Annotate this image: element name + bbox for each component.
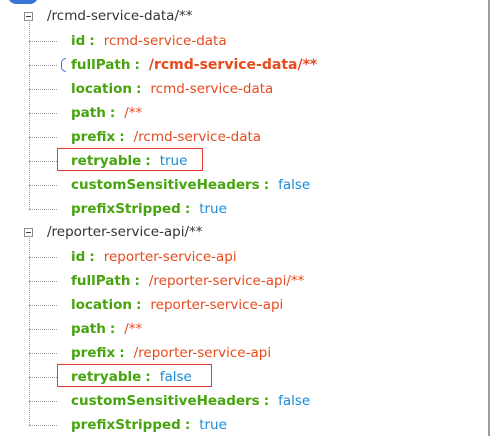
- property-key: prefixStripped: [71, 417, 181, 433]
- tree-branch-line: [29, 400, 57, 402]
- property-key: prefixStripped: [71, 201, 181, 217]
- key-separator: :: [145, 153, 151, 169]
- retryable-highlight-box: [57, 364, 212, 387]
- property-key: prefix: [71, 129, 116, 145]
- tree-property-row: fullPath: /rcmd-service-data/**: [29, 53, 317, 77]
- tree-property-row: prefix: /rcmd-service-data: [29, 125, 261, 149]
- tree-branch-line: [29, 184, 57, 186]
- property-key: retryable: [71, 153, 142, 169]
- tree-branch-line: [29, 352, 57, 354]
- key-separator: :: [263, 177, 270, 193]
- right-edge-border: [488, 0, 490, 436]
- key-separator: :: [145, 369, 151, 385]
- key-separator: :: [109, 321, 116, 337]
- key-separator: :: [119, 345, 125, 361]
- tree-branch-line: [29, 112, 57, 114]
- tree-branch-line: [29, 304, 57, 306]
- collapse-minus-icon[interactable]: [24, 11, 33, 21]
- key-separator: :: [135, 297, 142, 313]
- tree-guide-line: [29, 20, 30, 209]
- property-value-string[interactable]: /reporter-service-api: [133, 345, 272, 361]
- property-value-boolean[interactable]: true: [159, 153, 188, 169]
- retryable-highlight-box: [57, 148, 203, 171]
- tree-branch-line: [29, 424, 57, 426]
- property-key: fullPath: [71, 57, 131, 73]
- property-value-boolean[interactable]: true: [199, 417, 227, 433]
- tree-branch-line: [29, 280, 57, 282]
- key-separator: :: [134, 273, 140, 289]
- property-value-string[interactable]: /rcmd-service-data/**: [148, 57, 318, 73]
- tree-property-row: path: /**: [29, 101, 142, 125]
- tree-branch-line: [29, 160, 57, 162]
- tree-node-header[interactable]: /rcmd-service-data/**: [24, 6, 193, 26]
- tree-property-row: customSensitiveHeaders: false: [29, 173, 310, 197]
- property-key: prefix: [71, 345, 116, 361]
- tree-property-row: id: rcmd-service-data: [29, 29, 227, 53]
- cursor-bracket-icon: [61, 58, 66, 72]
- property-key: fullPath: [71, 273, 131, 289]
- tree-property-row: prefixStripped: true: [29, 197, 227, 221]
- tree-property-row: location: reporter-service-api: [29, 293, 283, 317]
- tree-property-row: retryable: false: [29, 365, 192, 389]
- collapse-minus-icon[interactable]: [24, 227, 33, 237]
- tree-property-row: fullPath: /reporter-service-api/**: [29, 269, 304, 293]
- tree-property-row: id: reporter-service-api: [29, 245, 237, 269]
- tree-branch-line: [29, 136, 57, 138]
- tree-node-title: /rcmd-service-data/**: [47, 8, 193, 24]
- key-separator: :: [184, 201, 191, 217]
- tree-guide-line: [29, 236, 30, 425]
- property-key: path: [71, 321, 106, 337]
- key-separator: :: [119, 129, 125, 145]
- property-value-string[interactable]: reporter-service-api: [150, 297, 284, 313]
- tree-node-header[interactable]: /reporter-service-api/**: [24, 222, 203, 242]
- tree-property-row: prefixStripped: true: [29, 413, 227, 437]
- tree-branch-line: [29, 376, 57, 378]
- property-value-string[interactable]: /**: [124, 105, 143, 121]
- property-key: customSensitiveHeaders: [71, 177, 260, 193]
- property-key: customSensitiveHeaders: [71, 393, 260, 409]
- key-separator: :: [184, 417, 191, 433]
- tree-property-row: path: /**: [29, 317, 142, 341]
- property-key: retryable: [71, 369, 142, 385]
- property-value-boolean[interactable]: false: [278, 177, 311, 193]
- key-separator: :: [134, 57, 140, 73]
- tree-property-row: location: rcmd-service-data: [29, 77, 273, 101]
- tree-branch-line: [29, 64, 57, 66]
- property-value-boolean[interactable]: false: [278, 393, 311, 409]
- property-value-string[interactable]: rcmd-service-data: [103, 33, 227, 49]
- tree-branch-line: [29, 328, 57, 330]
- tree-branch-line: [29, 40, 57, 42]
- key-separator: :: [135, 81, 142, 97]
- property-value-boolean[interactable]: true: [199, 201, 227, 217]
- key-separator: :: [263, 393, 270, 409]
- property-key: id: [71, 33, 86, 49]
- property-value-string[interactable]: reporter-service-api: [103, 249, 237, 265]
- key-separator: :: [89, 33, 95, 49]
- tree-node-title: /reporter-service-api/**: [47, 224, 203, 240]
- tree-branch-line: [29, 208, 57, 210]
- property-key: location: [71, 297, 132, 313]
- tree-property-row: customSensitiveHeaders: false: [29, 389, 310, 413]
- property-value-boolean[interactable]: false: [159, 369, 192, 385]
- tree-branch-line: [29, 256, 57, 258]
- property-value-string[interactable]: rcmd-service-data: [150, 81, 274, 97]
- key-separator: :: [109, 105, 116, 121]
- key-separator: :: [89, 249, 95, 265]
- property-value-string[interactable]: /**: [124, 321, 143, 337]
- tree-property-row: prefix: /reporter-service-api: [29, 341, 271, 365]
- tree-branch-line: [29, 88, 57, 90]
- property-value-string[interactable]: /rcmd-service-data: [133, 129, 262, 145]
- property-key: location: [71, 81, 132, 97]
- top-tab-corner: [8, 0, 38, 4]
- tree-property-row: retryable: true: [29, 149, 187, 173]
- property-key: path: [71, 105, 106, 121]
- property-value-string[interactable]: /reporter-service-api/**: [148, 273, 305, 289]
- property-key: id: [71, 249, 86, 265]
